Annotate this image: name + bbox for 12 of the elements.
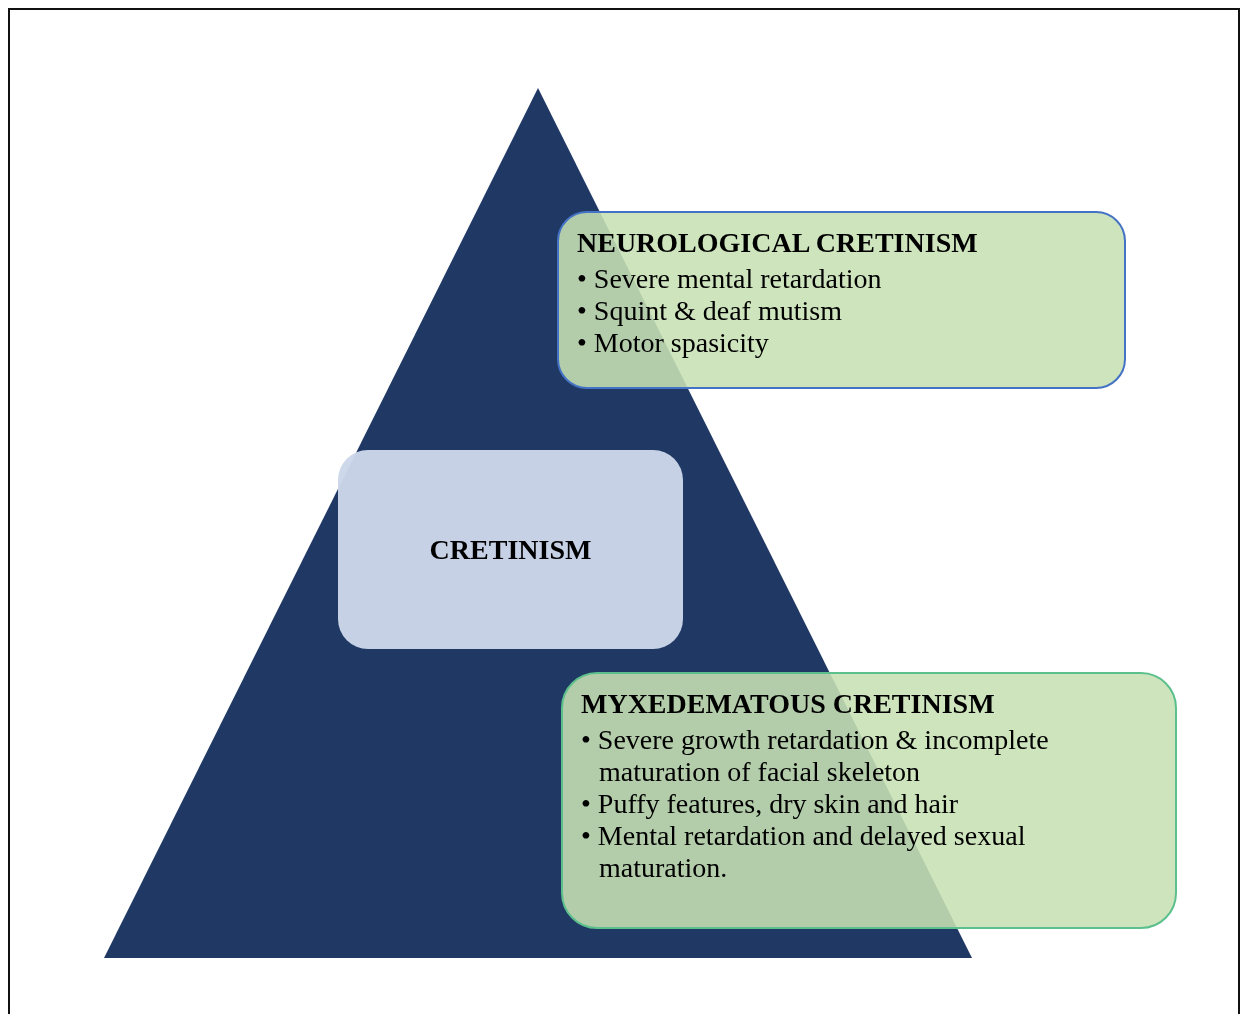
bullet-item: • Puffy features, dry skin and hair xyxy=(581,788,960,820)
bullet-item: • Severe mental retardation xyxy=(577,263,883,295)
title-box xyxy=(338,450,683,649)
bullet-item: • Mental retardation and delayed sexual maturation. xyxy=(581,820,1027,884)
bullet-item: • Severe growth retardation & incomplete maturation of facial skeleton xyxy=(581,724,1050,788)
node-heading: NEUROLOGICAL CRETINISM xyxy=(577,227,979,259)
node-heading: MYXEDEMATOUS CRETINISM xyxy=(581,688,996,720)
bullet-item: • Motor spasicity xyxy=(577,327,770,359)
node-title: CRETINISM xyxy=(429,533,592,566)
category-box xyxy=(557,211,1126,389)
bullet-item: • Squint & deaf mutism xyxy=(577,295,843,327)
category-box xyxy=(561,672,1177,929)
